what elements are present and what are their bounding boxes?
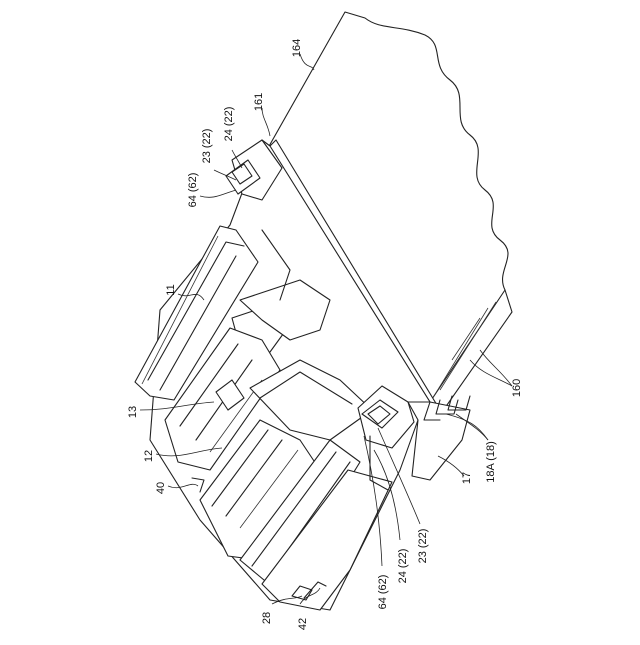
label-23-22-bottom: 23 (22): [417, 529, 429, 564]
label-42: 42: [297, 618, 309, 630]
label-64-62-top: 64 (62): [187, 173, 199, 208]
label-28: 28: [261, 612, 273, 624]
label-40: 40: [155, 482, 167, 494]
label-17: 17: [461, 472, 473, 484]
label-24-22-bottom: 24 (22): [397, 549, 409, 584]
label-64-62-bottom: 64 (62): [377, 575, 389, 610]
label-11: 11: [165, 284, 177, 295]
label-23-22-top: 23 (22): [201, 129, 213, 164]
label-12: 12: [143, 450, 155, 462]
label-164: 164: [291, 39, 303, 57]
label-161: 161: [253, 93, 265, 111]
label-24-22-top: 24 (22): [223, 107, 235, 142]
label-160: 160: [511, 379, 523, 397]
label-18A-18: 18A (18): [485, 441, 497, 483]
label-13: 13: [127, 406, 139, 418]
